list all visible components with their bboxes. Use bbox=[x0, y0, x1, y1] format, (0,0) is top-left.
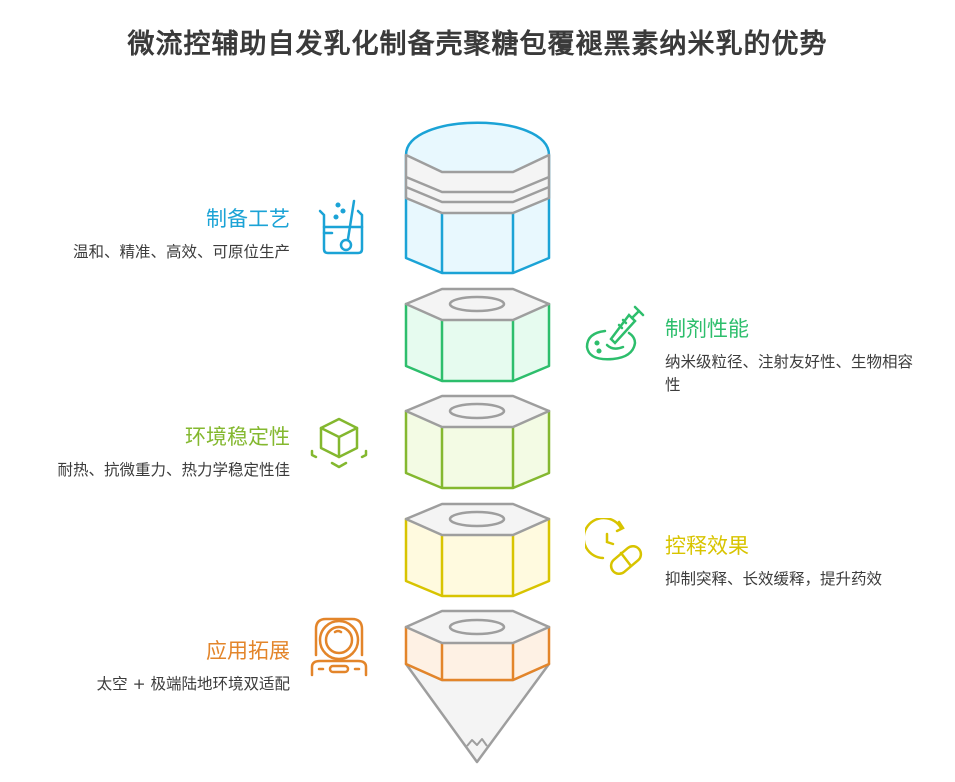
feature-preparation-process: 制备工艺 温和、精准、高效、可原位生产 bbox=[40, 203, 290, 264]
feature-heading: 控释效果 bbox=[665, 534, 749, 558]
feature-description: 太空 + 极端陆地环境双适配 bbox=[96, 675, 290, 693]
feature-heading: 应用拓展 bbox=[206, 639, 290, 663]
feature-description: 耐热、抗微重力、热力学稳定性佳 bbox=[57, 461, 290, 479]
page-title: 微流控辅助自发乳化制备壳聚糖包覆褪黑素纳米乳的优势 bbox=[127, 29, 828, 60]
syringe-dish-icon bbox=[585, 305, 645, 361]
stack-cap-blue bbox=[404, 121, 551, 275]
feature-controlled-release: 控释效果 抑制突释、长效缓释，提升药效 bbox=[665, 530, 920, 591]
feature-heading: 制剂性能 bbox=[665, 317, 749, 341]
timer-capsule-icon bbox=[585, 518, 643, 576]
feature-environmental-stability: 环境稳定性 耐热、抗微重力、热力学稳定性佳 bbox=[40, 421, 290, 482]
feature-description: 温和、精准、高效、可原位生产 bbox=[72, 243, 290, 261]
beaker-icon bbox=[318, 199, 364, 255]
stack-slice-orange bbox=[404, 609, 551, 682]
astronaut-icon bbox=[310, 617, 368, 677]
stack-slice-yellow bbox=[404, 502, 551, 598]
cube-icon bbox=[310, 417, 368, 469]
feature-heading: 制备工艺 bbox=[206, 207, 290, 231]
feature-formulation-performance: 制剂性能 纳米级粒径、注射友好性、生物相容性 bbox=[665, 313, 920, 397]
feature-description: 纳米级粒径、注射友好性、生物相容性 bbox=[665, 353, 914, 394]
feature-description: 抑制突释、长效缓释，提升药效 bbox=[665, 570, 883, 588]
feature-application-expansion: 应用拓展 太空 + 极端陆地环境双适配 bbox=[40, 635, 290, 696]
feature-heading: 环境稳定性 bbox=[185, 425, 290, 449]
stack-slice-lime bbox=[404, 394, 551, 490]
stack-slice-green bbox=[404, 287, 551, 383]
